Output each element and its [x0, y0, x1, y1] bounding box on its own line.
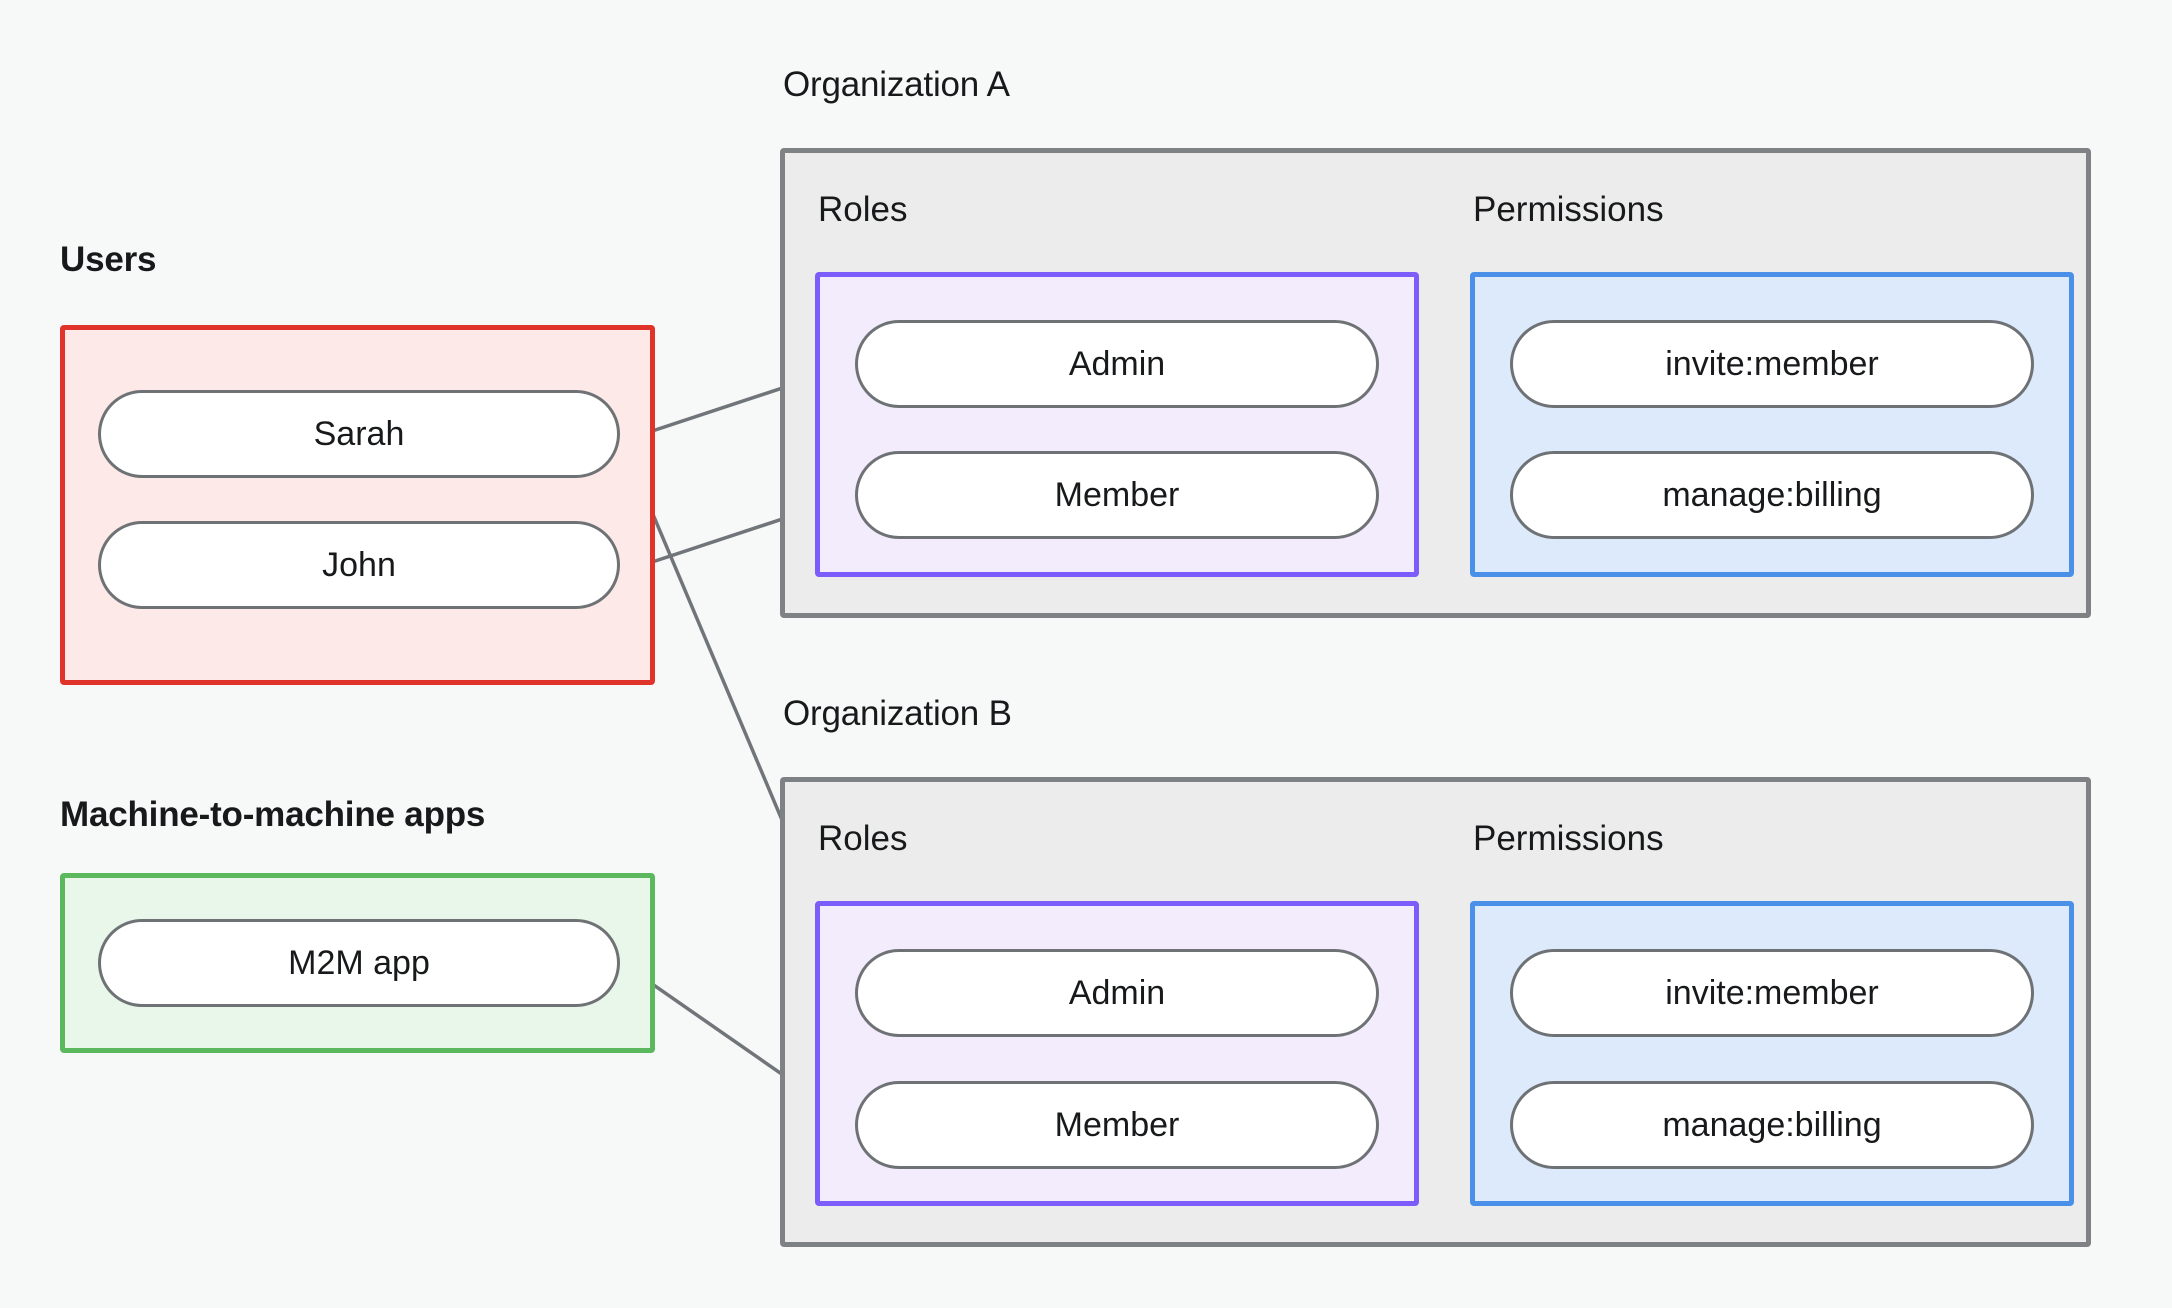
- machines-caption: Machine-to-machine apps: [60, 795, 486, 834]
- users-group: [60, 325, 655, 685]
- user-pill-sarah-label: Sarah: [313, 414, 405, 453]
- organization-b-role-admin-label: Admin: [1068, 973, 1166, 1012]
- organization-a-permission-manage-billing[interactable]: manage:billing: [1510, 451, 2034, 539]
- organization-b-permission-invite-member-label: invite:member: [1665, 973, 1879, 1012]
- organization-a-role-member[interactable]: Member: [855, 451, 1379, 539]
- organization-a-roles-label: Roles: [818, 190, 908, 229]
- organization-a-caption: Organization A: [783, 65, 1010, 104]
- user-pill-john-label: John: [322, 545, 396, 584]
- organization-a-role-member-label: Member: [1054, 475, 1180, 514]
- machine-pill-m2m-app-label: M2M app: [288, 943, 430, 982]
- organization-b-roles-label: Roles: [818, 819, 908, 858]
- organization-a-role-admin-label: Admin: [1068, 344, 1166, 383]
- organization-b-permission-manage-billing-label: manage:billing: [1662, 1105, 1882, 1144]
- user-pill-john[interactable]: John: [98, 521, 620, 609]
- organization-b-role-admin[interactable]: Admin: [855, 949, 1379, 1037]
- organization-b-role-member[interactable]: Member: [855, 1081, 1379, 1169]
- organization-a-permissions-label: Permissions: [1473, 190, 1664, 229]
- organization-b-permissions-label: Permissions: [1473, 819, 1664, 858]
- users-caption: Users: [60, 240, 157, 279]
- organization-b-role-member-label: Member: [1054, 1105, 1180, 1144]
- organization-b-permission-manage-billing[interactable]: manage:billing: [1510, 1081, 2034, 1169]
- organization-a-permission-manage-billing-label: manage:billing: [1662, 475, 1882, 514]
- machine-pill-m2m-app[interactable]: M2M app: [98, 919, 620, 1007]
- organization-a-permission-invite-member-label: invite:member: [1665, 344, 1879, 383]
- organization-a-role-admin[interactable]: Admin: [855, 320, 1379, 408]
- user-pill-sarah[interactable]: Sarah: [98, 390, 620, 478]
- organization-a-permission-invite-member[interactable]: invite:member: [1510, 320, 2034, 408]
- organization-b-caption: Organization B: [783, 694, 1012, 733]
- organization-b-permission-invite-member[interactable]: invite:member: [1510, 949, 2034, 1037]
